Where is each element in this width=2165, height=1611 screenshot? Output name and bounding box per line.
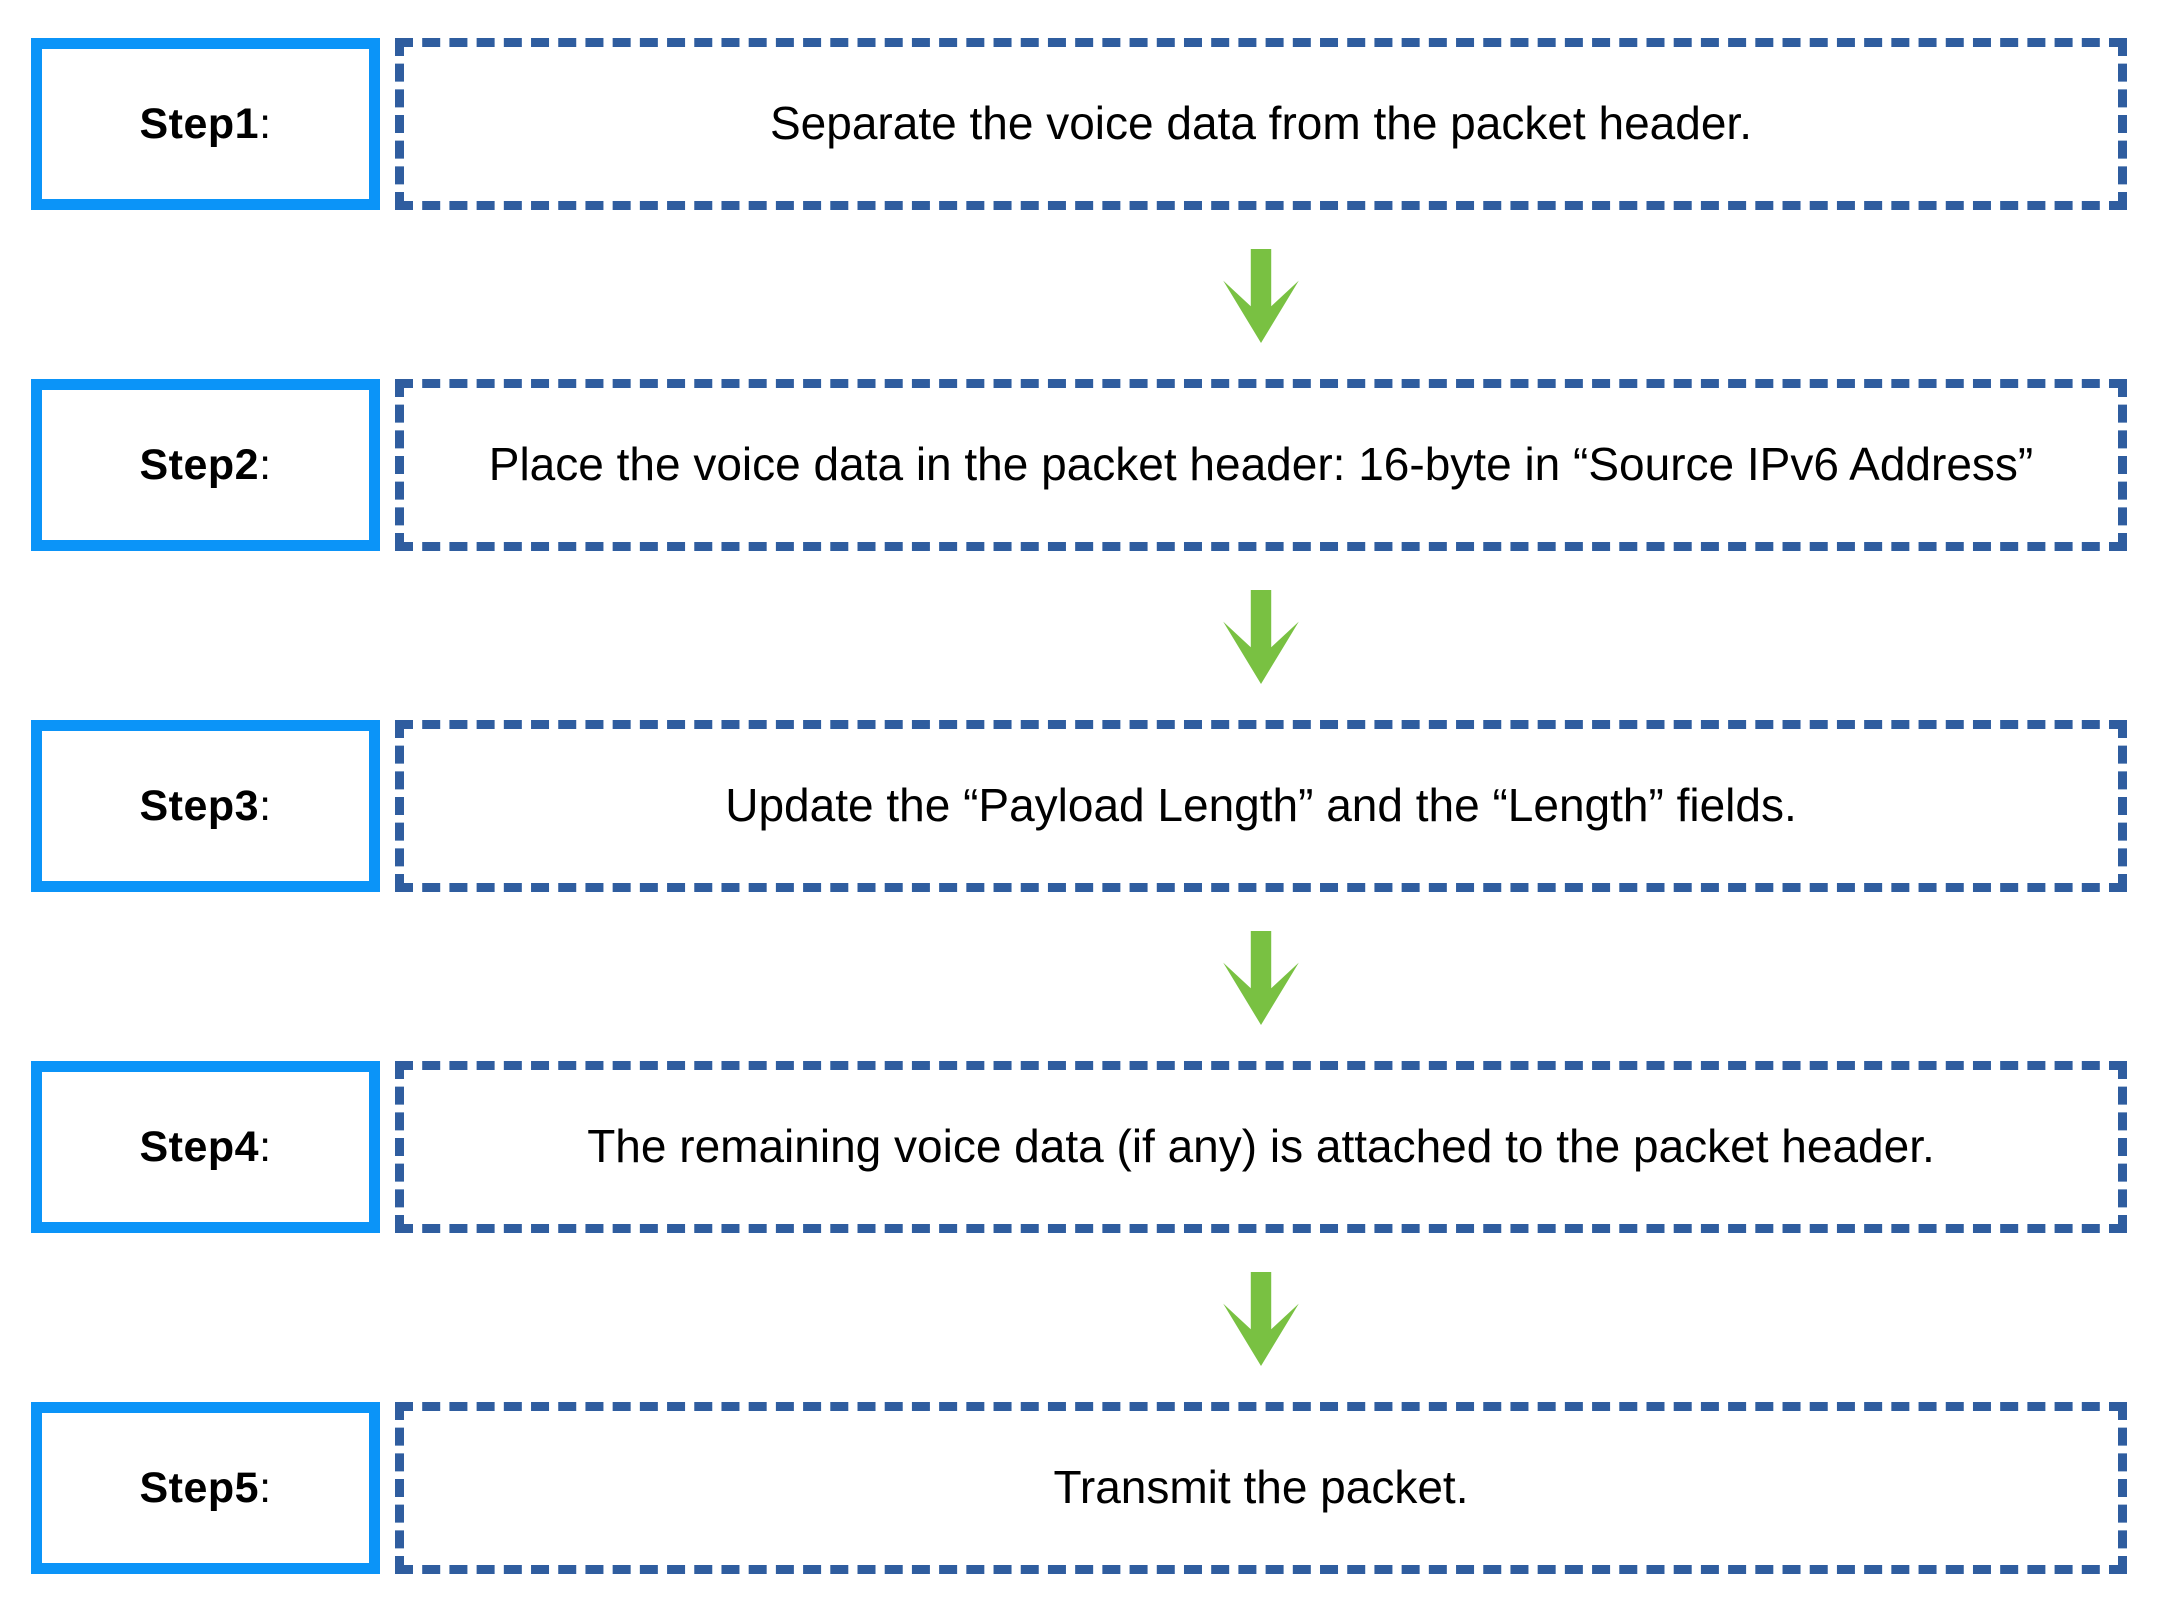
- step5-label-box: Step5:: [31, 1402, 380, 1574]
- step4-label-box: Step4:: [31, 1061, 380, 1233]
- step3-description-text: Update the “Payload Length” and the “Len…: [725, 779, 1797, 832]
- step3-label-box: Step3:: [31, 720, 380, 892]
- step5-label: Step5:: [139, 1464, 271, 1513]
- step3-label-colon: :: [259, 781, 272, 830]
- step1-label-box: Step1:: [31, 38, 380, 210]
- step1-description-text: Separate the voice data from the packet …: [770, 97, 1752, 150]
- step3-description-box: Update the “Payload Length” and the “Len…: [395, 720, 2127, 892]
- step2-description-box: Place the voice data in the packet heade…: [395, 379, 2127, 551]
- step5-label-colon: :: [259, 1463, 272, 1512]
- step2-label: Step2:: [139, 441, 271, 490]
- step5-description-box: Transmit the packet.: [395, 1402, 2127, 1574]
- flow-arrow-1: [1223, 249, 1299, 343]
- flow-arrow-3: [1223, 931, 1299, 1025]
- flow-arrow-2: [1223, 590, 1299, 684]
- step1-label-colon: :: [259, 99, 272, 148]
- flow-arrow-4: [1223, 1272, 1299, 1366]
- step4-description-box: The remaining voice data (if any) is att…: [395, 1061, 2127, 1233]
- step-row-2: Step2: Place the voice data in the packe…: [31, 379, 2127, 551]
- down-arrow-icon: [1223, 590, 1299, 684]
- step2-label-colon: :: [259, 440, 272, 489]
- step3-label: Step3:: [139, 782, 271, 831]
- down-arrow-icon: [1223, 249, 1299, 343]
- step5-description-text: Transmit the packet.: [1053, 1461, 1469, 1514]
- step4-label: Step4:: [139, 1123, 271, 1172]
- step2-label-box: Step2:: [31, 379, 380, 551]
- step-row-5: Step5: Transmit the packet.: [31, 1402, 2127, 1574]
- step-row-3: Step3: Update the “Payload Length” and t…: [31, 720, 2127, 892]
- down-arrow-icon: [1223, 931, 1299, 1025]
- step-row-4: Step4: The remaining voice data (if any)…: [31, 1061, 2127, 1233]
- step4-label-text: Step4: [139, 1122, 260, 1171]
- step-row-1: Step1: Separate the voice data from the …: [31, 38, 2127, 210]
- step1-label-text: Step1: [139, 99, 260, 148]
- step5-label-text: Step5: [139, 1463, 260, 1512]
- step1-label: Step1:: [139, 100, 271, 149]
- step2-label-text: Step2: [139, 440, 260, 489]
- step2-description-text: Place the voice data in the packet heade…: [488, 438, 2034, 491]
- step3-label-text: Step3: [139, 781, 260, 830]
- step4-label-colon: :: [259, 1122, 272, 1171]
- down-arrow-icon: [1223, 1272, 1299, 1366]
- step1-description-box: Separate the voice data from the packet …: [395, 38, 2127, 210]
- step4-description-text: The remaining voice data (if any) is att…: [587, 1120, 1935, 1173]
